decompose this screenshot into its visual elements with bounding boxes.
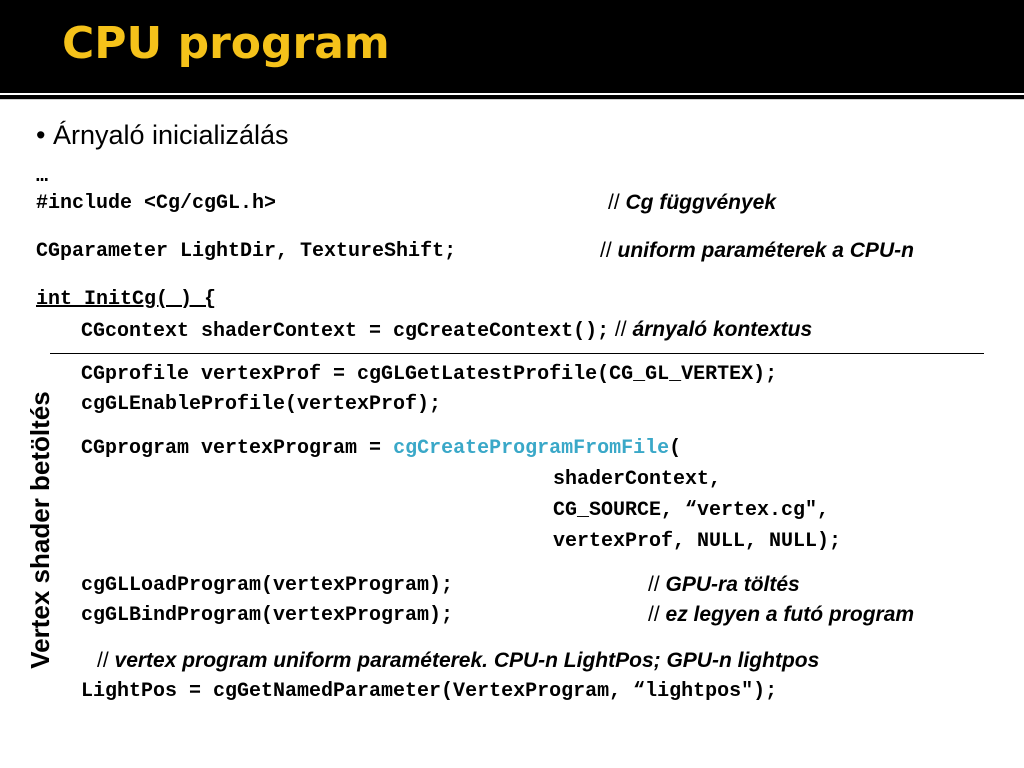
comment-bind: // ez legyen a futó program [648,602,914,628]
comment-params: // uniform paraméterek a CPU-n [600,238,914,264]
comment-text: ez legyen a futó program [665,603,915,626]
title-underline-thin [0,99,1024,100]
code-program-lhs: CGprogram vertexProgram = [81,437,394,460]
comment-text: uniform paraméterek a CPU-n [617,239,914,262]
code-context-line: CGcontext shaderContext = cgCreateContex… [81,317,812,345]
comment-load: // GPU-ra töltés [648,572,800,598]
comment-context: árnyaló kontextus [632,318,813,341]
comment-text: Cg függvények [625,191,777,214]
comment-text: GPU-ra töltés [665,573,800,596]
code-arg-source: CG_SOURCE, “vertex.cg", [553,499,830,522]
code-load-program: cgGLLoadProgram(vertexProgram); [81,574,454,597]
code-bind-program: cgGLBindProgram(vertexProgram); [81,604,454,627]
comment-slashes: // [648,603,666,626]
comment-slashes: // [608,191,626,214]
code-program-function: cgCreateProgramFromFile [393,437,670,460]
section-divider [50,353,984,354]
vertex-shader-side-label: Vertex shader betöltés [25,391,55,669]
comment-slashes: // [648,573,666,596]
bullet-heading: • Árnyaló inicializálás [36,120,289,150]
comment-slashes: // [97,649,115,672]
code-init: int InitCg( ) { [36,288,217,311]
code-params: CGparameter LightDir, TextureShift; [36,240,457,263]
comment-slashes: // [609,318,633,341]
code-open-paren: ( [669,437,682,460]
code-enable-profile: cgGLEnableProfile(vertexProf); [81,393,442,416]
title-bar [0,0,1024,93]
code-program-decl: CGprogram vertexProgram = cgCreateProgra… [81,436,681,462]
code-arg-context: shaderContext, [553,468,722,491]
code-arg-profile: vertexProf, NULL, NULL); [553,530,842,553]
title-underline [0,95,1024,99]
comment-uniform: // vertex program uniform paraméterek. C… [97,648,819,674]
comment-text: vertex program uniform paraméterek. CPU-… [114,649,820,672]
code-ellipsis: … [36,165,49,188]
comment-slashes: // [600,239,618,262]
comment-include: // Cg függvények [608,190,776,216]
code-include: #include <Cg/cgGL.h> [36,192,277,215]
code-lightpos: LightPos = cgGetNamedParameter(VertexPro… [81,680,778,703]
code-profile: CGprofile vertexProf = cgGLGetLatestProf… [81,363,778,386]
code-context: CGcontext shaderContext = cgCreateContex… [81,320,610,343]
slide-title: CPU program [62,18,390,69]
